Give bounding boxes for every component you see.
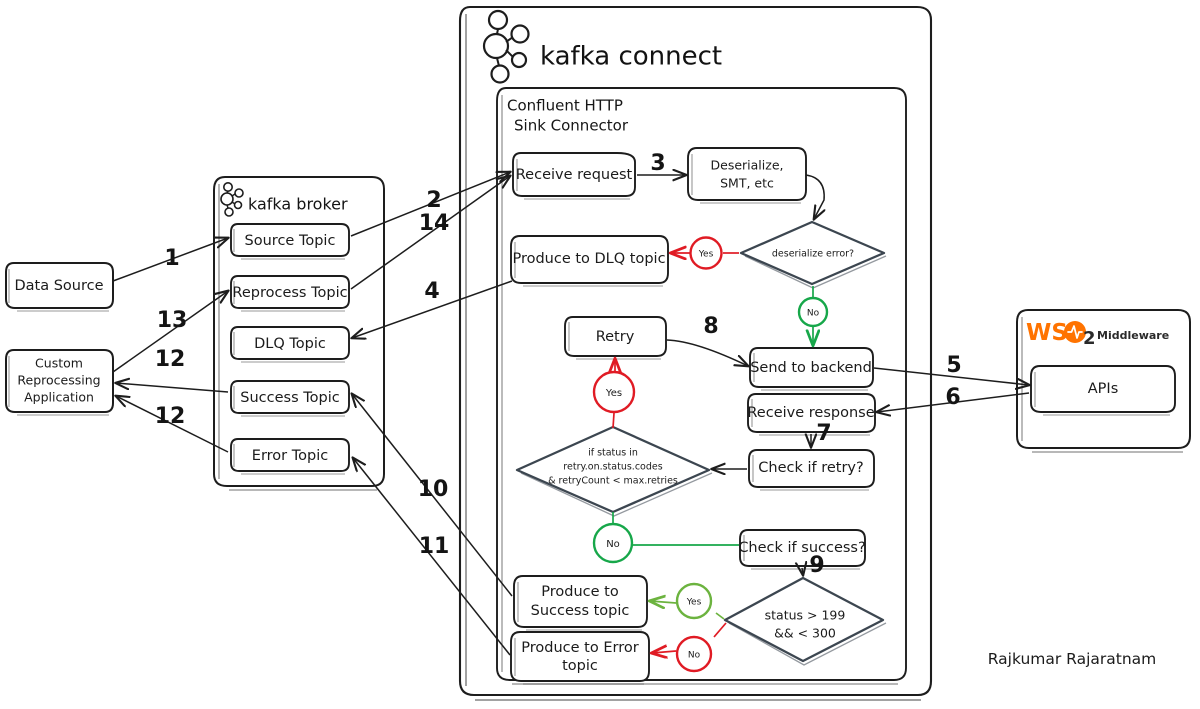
topic-success-topic[interactable]: Success Topic — [230, 380, 350, 417]
decision-label-line1: if status in — [588, 448, 638, 459]
node-check-if-retry[interactable]: Check if retry? — [748, 449, 875, 491]
node-deserialize-smt[interactable]: Deserialize, SMT, etc — [687, 147, 807, 204]
edge-label-7: 7 — [816, 421, 831, 446]
badge-label: Yes — [698, 250, 714, 260]
edge-label-8: 8 — [703, 314, 718, 339]
node-produce-to-success-topic[interactable]: Produce to Success topic — [513, 575, 648, 631]
node-produce-to-dlq-topic[interactable]: Produce to DLQ topic — [510, 235, 669, 287]
edge-label-11: 11 — [419, 534, 450, 559]
badge-label: No — [807, 309, 820, 319]
node-label: Retry — [596, 329, 635, 345]
node-send-to-backend[interactable]: Send to backend — [749, 347, 874, 391]
decision-label-line3: & retryCount < max.retries — [548, 476, 678, 487]
edge-label-10: 10 — [418, 477, 449, 502]
topic-label: DLQ Topic — [254, 336, 326, 352]
topic-label: Source Topic — [245, 233, 336, 249]
topic-label: Success Topic — [240, 390, 339, 406]
kafka-broker-container: kafka broker Source Topic Reprocess Topi… — [213, 176, 385, 491]
wso2-brand-suffix: Middleware — [1097, 329, 1169, 342]
wso2-container: WS 2 Middleware APIs — [1016, 309, 1191, 453]
node-label-line2: topic — [562, 658, 598, 674]
node-label-line1: Custom — [35, 356, 83, 371]
decision-status-range[interactable]: status > 199 && < 300 — [723, 576, 887, 666]
badge-label: No — [606, 539, 620, 550]
topic-reprocess-topic[interactable]: Reprocess Topic — [230, 275, 350, 312]
node-label-line2: Reprocessing — [17, 373, 100, 388]
node-receive-response[interactable]: Receive response — [747, 393, 876, 436]
edge-label-1: 1 — [164, 246, 179, 271]
edge-number-labels: 1 2 3 4 5 6 7 8 9 10 11 12 12 13 14 — [155, 151, 962, 578]
badge-deserialize-no: No — [797, 296, 829, 328]
topic-label: Error Topic — [252, 448, 328, 464]
edges-colored — [613, 253, 813, 653]
sink-connector-title-line1: Confluent HTTP — [507, 97, 623, 115]
node-label: Produce to DLQ topic — [512, 251, 665, 267]
edge-label-2: 2 — [426, 188, 441, 213]
decision-label: deserialize error? — [772, 249, 854, 260]
edge-label-13: 13 — [157, 308, 188, 333]
edge-label-14: 14 — [419, 211, 450, 236]
node-receive-request[interactable]: Receive request — [512, 152, 636, 200]
edge-label-12a: 12 — [155, 347, 186, 372]
edge-label-5: 5 — [946, 353, 961, 378]
node-apis[interactable]: APIs — [1030, 365, 1176, 416]
decision-retry-condition[interactable]: if status in retry.on.status.codes & ret… — [515, 425, 713, 517]
node-label: Check if success? — [738, 540, 865, 556]
kafka-connect-container: kafka connect — [458, 5, 933, 701]
node-data-source[interactable]: Data Source — [5, 262, 114, 312]
node-label-line2: SMT, etc — [720, 176, 774, 191]
topic-dlq-topic[interactable]: DLQ Topic — [230, 326, 350, 363]
sink-connector-title-line2: Sink Connector — [514, 117, 629, 135]
node-label: Check if retry? — [758, 460, 863, 476]
node-label-line1: Produce to Error — [521, 640, 638, 656]
node-produce-to-error-topic[interactable]: Produce to Error topic — [510, 631, 650, 685]
badge-label: Yes — [605, 388, 622, 399]
node-check-if-success[interactable]: Check if success? — [738, 529, 866, 570]
badge-status-yes: Yes — [675, 582, 713, 620]
decision-label-line2: retry.on.status.codes — [563, 462, 662, 473]
wso2-brand-2: 2 — [1083, 328, 1096, 349]
topic-error-topic[interactable]: Error Topic — [230, 438, 350, 475]
edge-label-3: 3 — [650, 151, 665, 176]
badge-label: No — [688, 651, 701, 661]
edge-label-6: 6 — [945, 385, 960, 410]
edge-label-9: 9 — [809, 553, 824, 578]
node-label: APIs — [1088, 381, 1119, 397]
kafka-broker-logo-icon — [220, 182, 244, 217]
kafka-connect-title: kafka connect — [540, 42, 722, 72]
node-custom-reprocessing-application[interactable]: Custom Reprocessing Application — [5, 349, 114, 416]
badge-status-no: No — [675, 635, 713, 673]
edges-black — [112, 172, 1029, 656]
kafka-logo-icon — [482, 9, 530, 84]
node-retry[interactable]: Retry — [564, 316, 667, 360]
node-label: Receive request — [516, 167, 633, 183]
decision-label-line1: status > 199 — [765, 608, 846, 623]
edge-label-4: 4 — [424, 279, 439, 304]
node-label-line1: Deserialize, — [711, 158, 784, 173]
sink-connector-container: Confluent HTTP Sink Connector — [496, 87, 907, 685]
badge-label: Yes — [686, 598, 702, 608]
edge-label-12b: 12 — [155, 404, 186, 429]
wso2-brand-ws: WS — [1026, 320, 1068, 346]
badge-retry-yes: Yes — [592, 370, 636, 414]
kafka-broker-title: kafka broker — [248, 195, 348, 214]
node-label-line1: Produce to — [541, 584, 619, 600]
badge-deserialize-yes: Yes — [689, 236, 723, 270]
topic-source-topic[interactable]: Source Topic — [230, 223, 350, 260]
topic-label: Reprocess Topic — [232, 285, 347, 301]
node-label: Data Source — [14, 278, 103, 294]
decision-label-line2: && < 300 — [774, 626, 836, 641]
node-label: Receive response — [747, 405, 874, 421]
author-signature: Rajkumar Rajaratnam — [988, 650, 1157, 668]
wso2-logo-icon: WS 2 Middleware — [1026, 320, 1169, 349]
node-label: Send to backend — [750, 360, 872, 376]
badge-retry-no: No — [592, 522, 634, 564]
node-label-line3: Application — [24, 390, 94, 405]
node-label-line2: Success topic — [531, 603, 630, 619]
